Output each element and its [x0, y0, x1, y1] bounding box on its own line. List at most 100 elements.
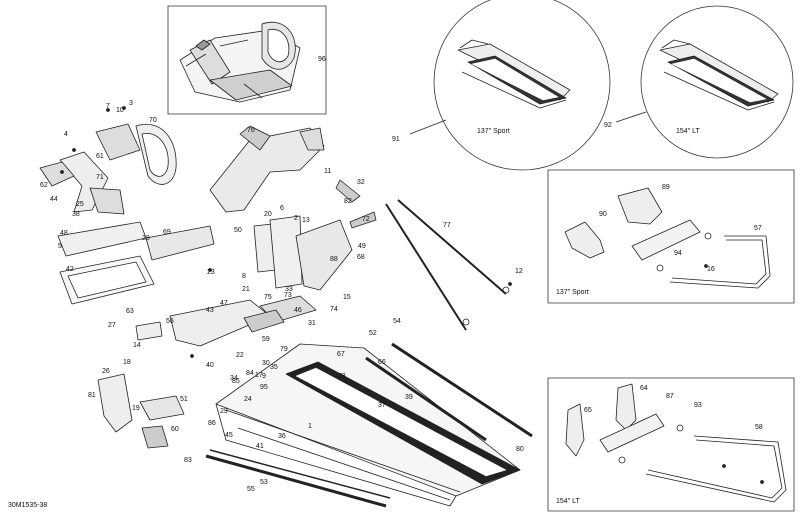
callout: 26	[102, 368, 110, 375]
callout: 55	[247, 486, 255, 493]
callout: 7	[106, 103, 110, 110]
callout: 76	[247, 127, 255, 134]
callout: 40	[206, 362, 214, 369]
callout: 82	[344, 198, 352, 205]
tunnel-drawing	[215, 343, 521, 507]
callout: 53	[260, 479, 268, 486]
callout: 12	[515, 268, 523, 275]
callout: 37	[378, 402, 386, 409]
callout: 83	[184, 457, 192, 464]
callout: 84	[246, 370, 254, 377]
callout: 93	[694, 402, 702, 409]
callout: 13	[302, 217, 310, 224]
callout: 88	[330, 256, 338, 263]
callout: 80	[516, 446, 524, 453]
callout: 71	[96, 174, 104, 181]
callout: 89	[662, 184, 670, 191]
leader-92	[615, 111, 647, 123]
callout: 61	[96, 153, 104, 160]
callout: 49	[358, 243, 366, 250]
callout: 36	[278, 433, 286, 440]
callout: 86	[208, 420, 216, 427]
footrest-panels-drawing	[57, 221, 215, 305]
callout: 27	[108, 322, 116, 329]
pyramid-frame-top-drawing	[179, 21, 301, 103]
callout: 34	[230, 375, 238, 382]
callout: 60	[171, 426, 179, 433]
callout: 39	[405, 394, 413, 401]
callout: 69	[163, 229, 171, 236]
callout: 85	[232, 378, 240, 385]
callout: 32	[357, 179, 365, 186]
callout: 10	[116, 107, 124, 114]
callout: 73	[284, 292, 292, 299]
callout: 74	[330, 306, 338, 313]
callout: 54	[393, 318, 401, 325]
callout: 15	[343, 294, 351, 301]
kit-137-drawing	[564, 187, 771, 289]
callout: 30	[262, 360, 270, 367]
callout: 25	[76, 201, 84, 208]
document-code: 30M1535-38	[8, 502, 48, 509]
callout: 6	[280, 205, 284, 212]
callout: 47	[220, 300, 228, 307]
callout: 50	[234, 227, 242, 234]
struts-drawing	[385, 199, 510, 331]
center-parts-drawing	[135, 179, 377, 347]
leader-91	[409, 119, 447, 135]
callout: 28	[142, 235, 150, 242]
tunnel-drawing-137	[457, 39, 571, 109]
callout: 62	[40, 182, 48, 189]
callout: 48	[60, 230, 68, 237]
callout: 87	[666, 393, 674, 400]
callout: 19	[132, 405, 140, 412]
callout: 5	[58, 243, 62, 250]
callout: 24	[244, 396, 252, 403]
callout: 67	[337, 351, 345, 358]
callout: 33	[285, 286, 293, 293]
callout: 42	[66, 266, 74, 273]
callout: 72	[362, 216, 370, 223]
callout: 91	[392, 136, 400, 143]
callout: 9	[262, 373, 266, 380]
callout: 57	[754, 225, 762, 232]
callout: 90	[599, 211, 607, 218]
callout: 17	[255, 372, 263, 379]
callout: 92	[604, 122, 612, 129]
callout: 41	[256, 443, 264, 450]
callout: 38	[72, 211, 80, 218]
callout: 63	[126, 308, 134, 315]
callout: 95	[260, 384, 268, 391]
callout: 81	[88, 392, 96, 399]
callout: 94	[674, 250, 682, 257]
callout: 31	[308, 320, 316, 327]
callout: 29	[220, 408, 228, 415]
callout: 68	[357, 254, 365, 261]
callout: 44	[50, 196, 58, 203]
callout: 14	[133, 342, 141, 349]
callout: 4	[64, 131, 68, 138]
callout: 2	[294, 215, 298, 222]
callout: 66	[378, 359, 386, 366]
callout: 58	[755, 424, 763, 431]
callout: 43	[206, 307, 214, 314]
callout: 8	[242, 273, 246, 280]
callout: 77	[443, 222, 451, 229]
callout: 75	[264, 294, 272, 301]
upper-frame-drawing	[209, 125, 325, 213]
callout: 11	[324, 168, 332, 175]
callout: 79	[280, 346, 288, 353]
callout: 52	[369, 330, 377, 337]
inset-caption-137-sport: 137" Sport	[477, 128, 510, 135]
callout: 23	[207, 269, 215, 276]
callout: 16	[707, 266, 715, 273]
callout: 18	[123, 359, 131, 366]
kit-154-drawing	[565, 383, 787, 503]
callout: 21	[242, 286, 250, 293]
front-frame-parts-drawing	[39, 123, 177, 215]
inset-caption-154-lt: 154" LT	[676, 128, 700, 135]
callout: 56	[166, 318, 174, 325]
rails-drawing	[205, 342, 533, 508]
